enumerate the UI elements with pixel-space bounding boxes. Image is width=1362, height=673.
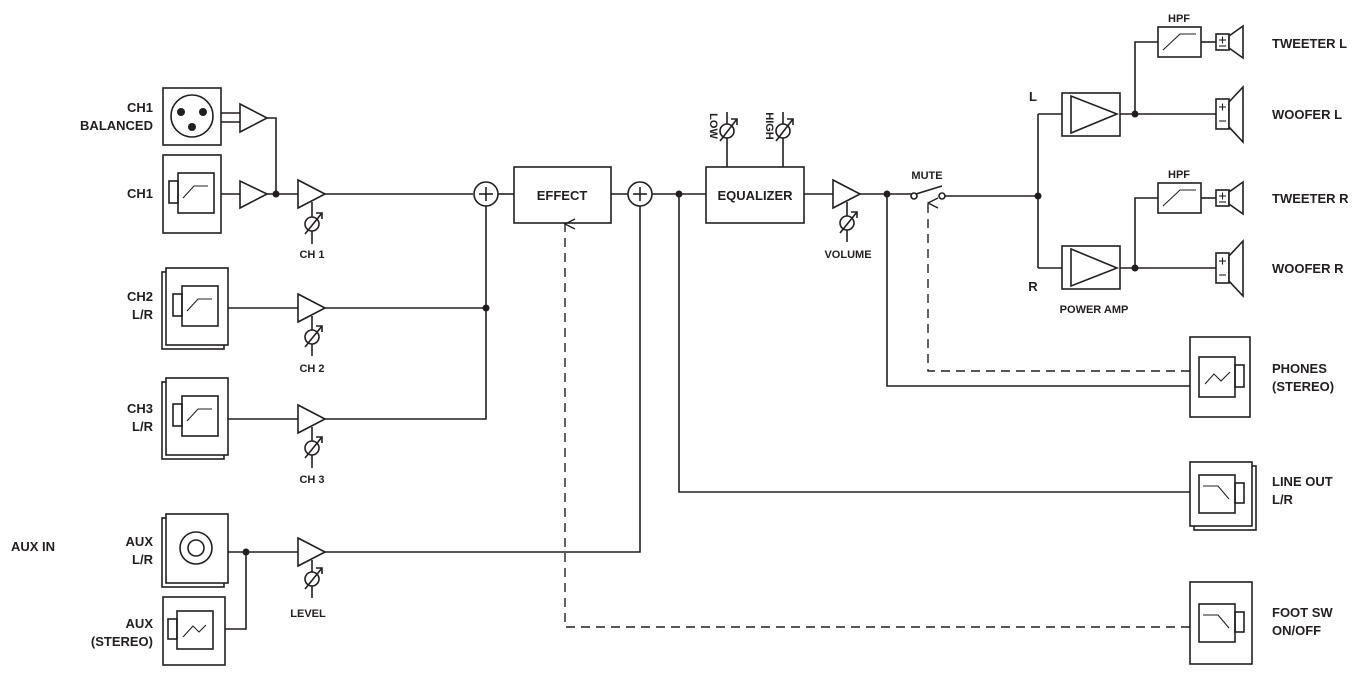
line-out-label: LINE OUT bbox=[1272, 474, 1333, 489]
hpf-r-label: HPF bbox=[1168, 169, 1190, 181]
stereo-mini-jack-icon bbox=[162, 596, 226, 666]
aux-stereo-label: AUX bbox=[126, 616, 154, 631]
eq-low-knob-icon bbox=[719, 112, 738, 167]
aux-stereo-label: (STEREO) bbox=[91, 634, 153, 649]
stereo-phone-jack-icon bbox=[161, 377, 229, 460]
power-amp-l-icon bbox=[1061, 92, 1121, 137]
ch3-knob-label: CH 3 bbox=[299, 474, 324, 486]
ch3-knob-icon bbox=[304, 427, 323, 468]
ch1-label: CH1 bbox=[127, 186, 153, 201]
stereo-phone-jack-icon bbox=[161, 267, 229, 350]
power-amp-r-icon bbox=[1061, 245, 1121, 290]
ch2-knob-label: CH 2 bbox=[299, 363, 324, 375]
ch2-label: CH2 bbox=[127, 289, 153, 304]
equalizer-block bbox=[705, 166, 805, 224]
equalizer-label: EQUALIZER bbox=[717, 188, 793, 203]
foot-switch-control-line bbox=[565, 224, 1190, 628]
foot-sw-label: ON/OFF bbox=[1272, 623, 1321, 638]
ch1-knob-icon bbox=[304, 202, 323, 244]
ch3-label: CH3 bbox=[127, 401, 153, 416]
ch1-balanced-label: CH1 bbox=[127, 100, 153, 115]
aux-in-label: AUX IN bbox=[11, 539, 55, 554]
woofer-l-speaker-icon bbox=[1215, 84, 1244, 145]
tweeter-l-label: TWEETER L bbox=[1272, 36, 1347, 51]
aux-lr-label: L/R bbox=[132, 552, 154, 567]
mute-switch-icon bbox=[910, 185, 946, 200]
rca-jack-icon bbox=[161, 513, 229, 588]
foot-switch-jack-icon bbox=[1189, 581, 1253, 665]
phones-label: PHONES bbox=[1272, 361, 1327, 376]
effect-block bbox=[513, 166, 612, 224]
volume-label: VOLUME bbox=[824, 249, 871, 261]
preamp-icon bbox=[239, 102, 269, 134]
woofer-l-label: WOOFER L bbox=[1272, 107, 1342, 122]
xlr-jack-icon bbox=[162, 87, 222, 146]
aux-level-amp-icon bbox=[297, 536, 327, 568]
mute-label: MUTE bbox=[911, 170, 942, 182]
woofer-r-speaker-icon bbox=[1215, 238, 1244, 299]
line-out-label: L/R bbox=[1272, 492, 1294, 507]
phone-jack-icon bbox=[162, 154, 222, 234]
hpf-l-icon bbox=[1157, 26, 1202, 58]
eq-high-knob-icon bbox=[775, 112, 794, 167]
mixer-sum-icon bbox=[473, 181, 499, 207]
amp-r-label: R bbox=[1028, 279, 1038, 294]
tweeter-r-label: TWEETER R bbox=[1272, 191, 1349, 206]
ch1-knob-label: CH 1 bbox=[299, 249, 324, 261]
ch2-label: L/R bbox=[132, 307, 154, 322]
volume-amp-icon bbox=[832, 178, 862, 210]
foot-sw-label: FOOT SW bbox=[1272, 605, 1333, 620]
eq-high-label: HIGH bbox=[763, 112, 775, 140]
aux-lr-label: AUX bbox=[126, 534, 154, 549]
preamp-icon bbox=[239, 179, 269, 210]
ch3-label: L/R bbox=[132, 419, 154, 434]
power-amp-label: POWER AMP bbox=[1060, 304, 1129, 316]
phones-label: (STEREO) bbox=[1272, 379, 1334, 394]
phones-mute-control-line bbox=[928, 203, 1190, 372]
amp-l-label: L bbox=[1029, 89, 1037, 104]
ch3-gain-amp-icon bbox=[297, 403, 327, 435]
hpf-l-label: HPF bbox=[1168, 13, 1190, 25]
woofer-r-label: WOOFER R bbox=[1272, 261, 1344, 276]
mixer-sum-icon bbox=[627, 181, 653, 207]
line-out-jack-icon bbox=[1189, 461, 1257, 531]
ch2-gain-amp-icon bbox=[297, 292, 327, 324]
ch1-gain-amp-icon bbox=[297, 178, 327, 210]
aux-level-knob-icon bbox=[304, 560, 323, 598]
ch2-knob-icon bbox=[304, 316, 323, 356]
tweeter-l-speaker-icon bbox=[1215, 24, 1244, 60]
phones-jack-icon bbox=[1189, 336, 1251, 418]
hpf-r-icon bbox=[1157, 182, 1202, 214]
ch1-balanced-label: BALANCED bbox=[80, 118, 153, 133]
level-knob-label: LEVEL bbox=[290, 608, 326, 620]
eq-low-label: LOW bbox=[707, 113, 719, 139]
volume-knob-icon bbox=[839, 202, 858, 242]
effect-label: EFFECT bbox=[537, 188, 588, 203]
tweeter-r-speaker-icon bbox=[1215, 180, 1244, 216]
